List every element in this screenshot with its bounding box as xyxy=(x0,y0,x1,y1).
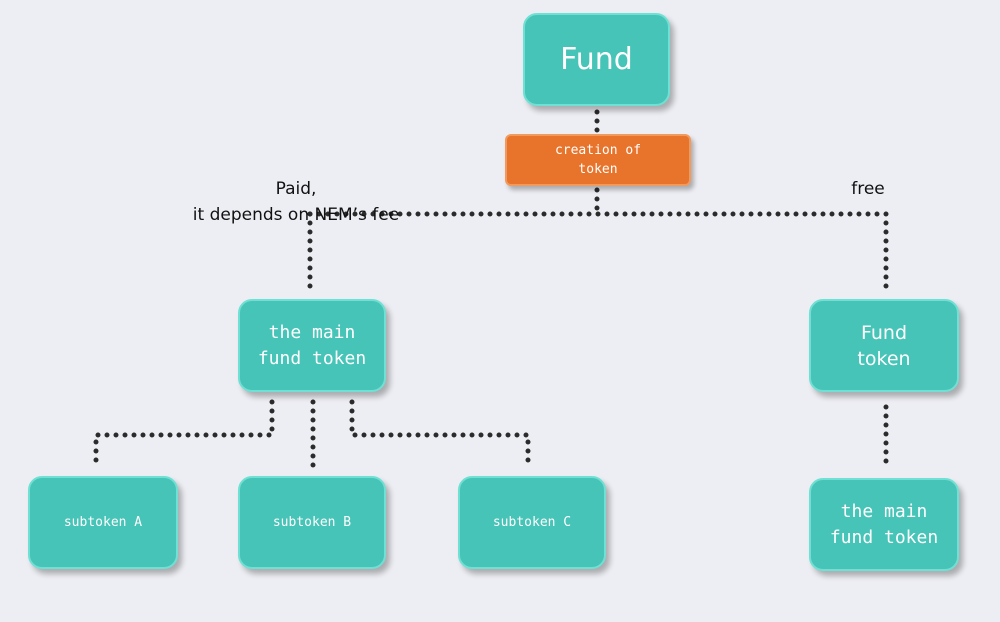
subtoken-c-node: subtoken C xyxy=(458,476,606,569)
subtoken-b-node: subtoken B xyxy=(238,476,386,569)
fund-token-node: Fund token xyxy=(809,299,959,392)
paid-annotation: Paid, it depends on NEM’s fee xyxy=(180,150,412,228)
fund-node: Fund xyxy=(523,13,670,106)
main-fund-token-right-label: the main fund token xyxy=(829,500,939,548)
creation-of-token-label: creation of token xyxy=(554,143,642,177)
free-annotation-text: free xyxy=(851,179,885,199)
paid-annotation-text: Paid, it depends on NEM’s fee xyxy=(192,179,400,225)
main-fund-token-node: the main fund token xyxy=(238,299,386,392)
connector-main-to-subtoken-c xyxy=(349,399,531,471)
free-annotation: free xyxy=(838,150,898,202)
connector-main-to-subtoken-a xyxy=(93,399,275,471)
subtoken-a-node: subtoken A xyxy=(28,476,178,569)
creation-of-token-node: creation of token xyxy=(505,134,691,186)
subtoken-a-label: subtoken A xyxy=(63,515,143,530)
main-fund-token-right-node: the main fund token xyxy=(809,478,959,571)
subtoken-b-label: subtoken B xyxy=(272,515,352,530)
connector-creation-to-branches xyxy=(307,187,889,217)
fund-node-label: Fund xyxy=(560,42,633,77)
subtoken-c-label: subtoken C xyxy=(492,515,572,530)
main-fund-token-label: the main fund token xyxy=(257,321,367,369)
fund-token-label: Fund token xyxy=(857,321,911,370)
